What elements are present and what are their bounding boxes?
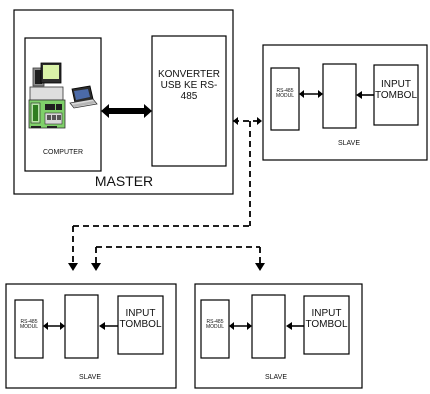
- computer-label: COMPUTER: [42, 149, 84, 156]
- master-converter-arrow: [101, 104, 152, 118]
- slave-right-input-label: INPUT TOMBOL: [305, 308, 348, 331]
- slave-top-label: SLAVE: [337, 140, 361, 147]
- slave-left-module-label: RS-485 MODUL: [19, 319, 39, 331]
- slave-left-right-arrowhead: [60, 322, 65, 330]
- slave-right-module-box: [200, 299, 230, 359]
- slave-top-module-label: RS-485 MODUL: [275, 88, 295, 100]
- slave-left-input-box: [117, 295, 164, 355]
- slave-left-left-arrowhead: [43, 322, 48, 330]
- bus-middle-arrowhead: [91, 263, 101, 271]
- slave-top-input-label: INPUT TOMBOL: [374, 79, 418, 102]
- slave-left-input-arrowhead: [99, 322, 105, 330]
- laptop-icon: [69, 85, 98, 109]
- computer-icon: [28, 62, 66, 129]
- slave-left-center-box: [64, 294, 99, 359]
- slave-right-left-arrowhead: [229, 322, 234, 330]
- slave-right-module-label: RS-485 MODUL: [205, 319, 225, 331]
- bus-left-arrowhead: [68, 263, 78, 271]
- converter-box: [151, 35, 227, 167]
- slave-top-right-arrowhead: [318, 90, 323, 98]
- slave-top-left-arrowhead: [299, 90, 304, 98]
- slave-left-label: SLAVE: [78, 374, 102, 381]
- slave-left-input-label: INPUT TOMBOL: [119, 308, 162, 331]
- slave-right-input-box: [303, 295, 350, 355]
- converter-label: KONVERTER USB KE RS- 485: [157, 69, 221, 103]
- bus-right-arrowhead: [255, 263, 265, 271]
- slave-top-center-box: [322, 63, 357, 129]
- slave-right-label: SLAVE: [264, 374, 288, 381]
- slave-right-center-box: [251, 294, 286, 359]
- master-top-slave-right-arrowhead: [257, 117, 262, 125]
- slave-right-right-arrowhead: [247, 322, 252, 330]
- slave-top-module-box: [270, 67, 300, 131]
- slave-top-input-arrowhead: [356, 91, 362, 99]
- master-label: MASTER: [94, 173, 154, 189]
- master-top-slave-left-arrowhead: [233, 117, 238, 125]
- slave-right-input-arrowhead: [286, 322, 292, 330]
- slave-left-module-box: [14, 299, 44, 359]
